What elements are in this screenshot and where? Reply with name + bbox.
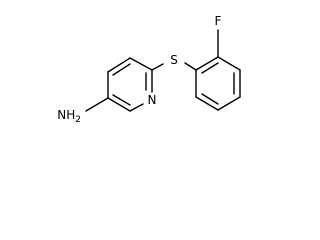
bond-s-c1p [184,62,197,71]
bond-c4p-c5p [217,96,241,111]
bond-c2-c3 [129,57,153,71]
structure-canvas: F S N NH2 [0,0,268,139]
bond-c1p-c2p [195,56,219,71]
double-bond-c1p-c2p-inner [201,62,219,74]
double-bond-c3-c4-inner [112,63,131,76]
bond-c5-nh2 [85,97,109,112]
bond-c3-c4 [107,57,131,73]
double-bond-c5p-c6p-inner [201,93,219,105]
bond-c5-c6 [107,97,131,112]
bond-c2p-c3p [217,56,241,71]
atom-label-s: S [170,53,178,67]
fluorophenyl-ring [195,56,241,111]
molecule-diagram: F S N NH2 [57,14,241,125]
atom-label-n: N [148,93,157,107]
pyridine-ring [107,57,153,112]
bond-c5p-c6p [195,96,219,111]
double-bond-c5-c6-inner [112,94,131,106]
atom-label-f: F [215,14,222,28]
bond-c6-n [129,103,144,112]
atom-label-nh2: NH2 [57,108,81,125]
amine-label: NH [57,108,75,122]
amine-subscript: 2 [75,115,81,125]
bond-c2-s [151,63,164,71]
